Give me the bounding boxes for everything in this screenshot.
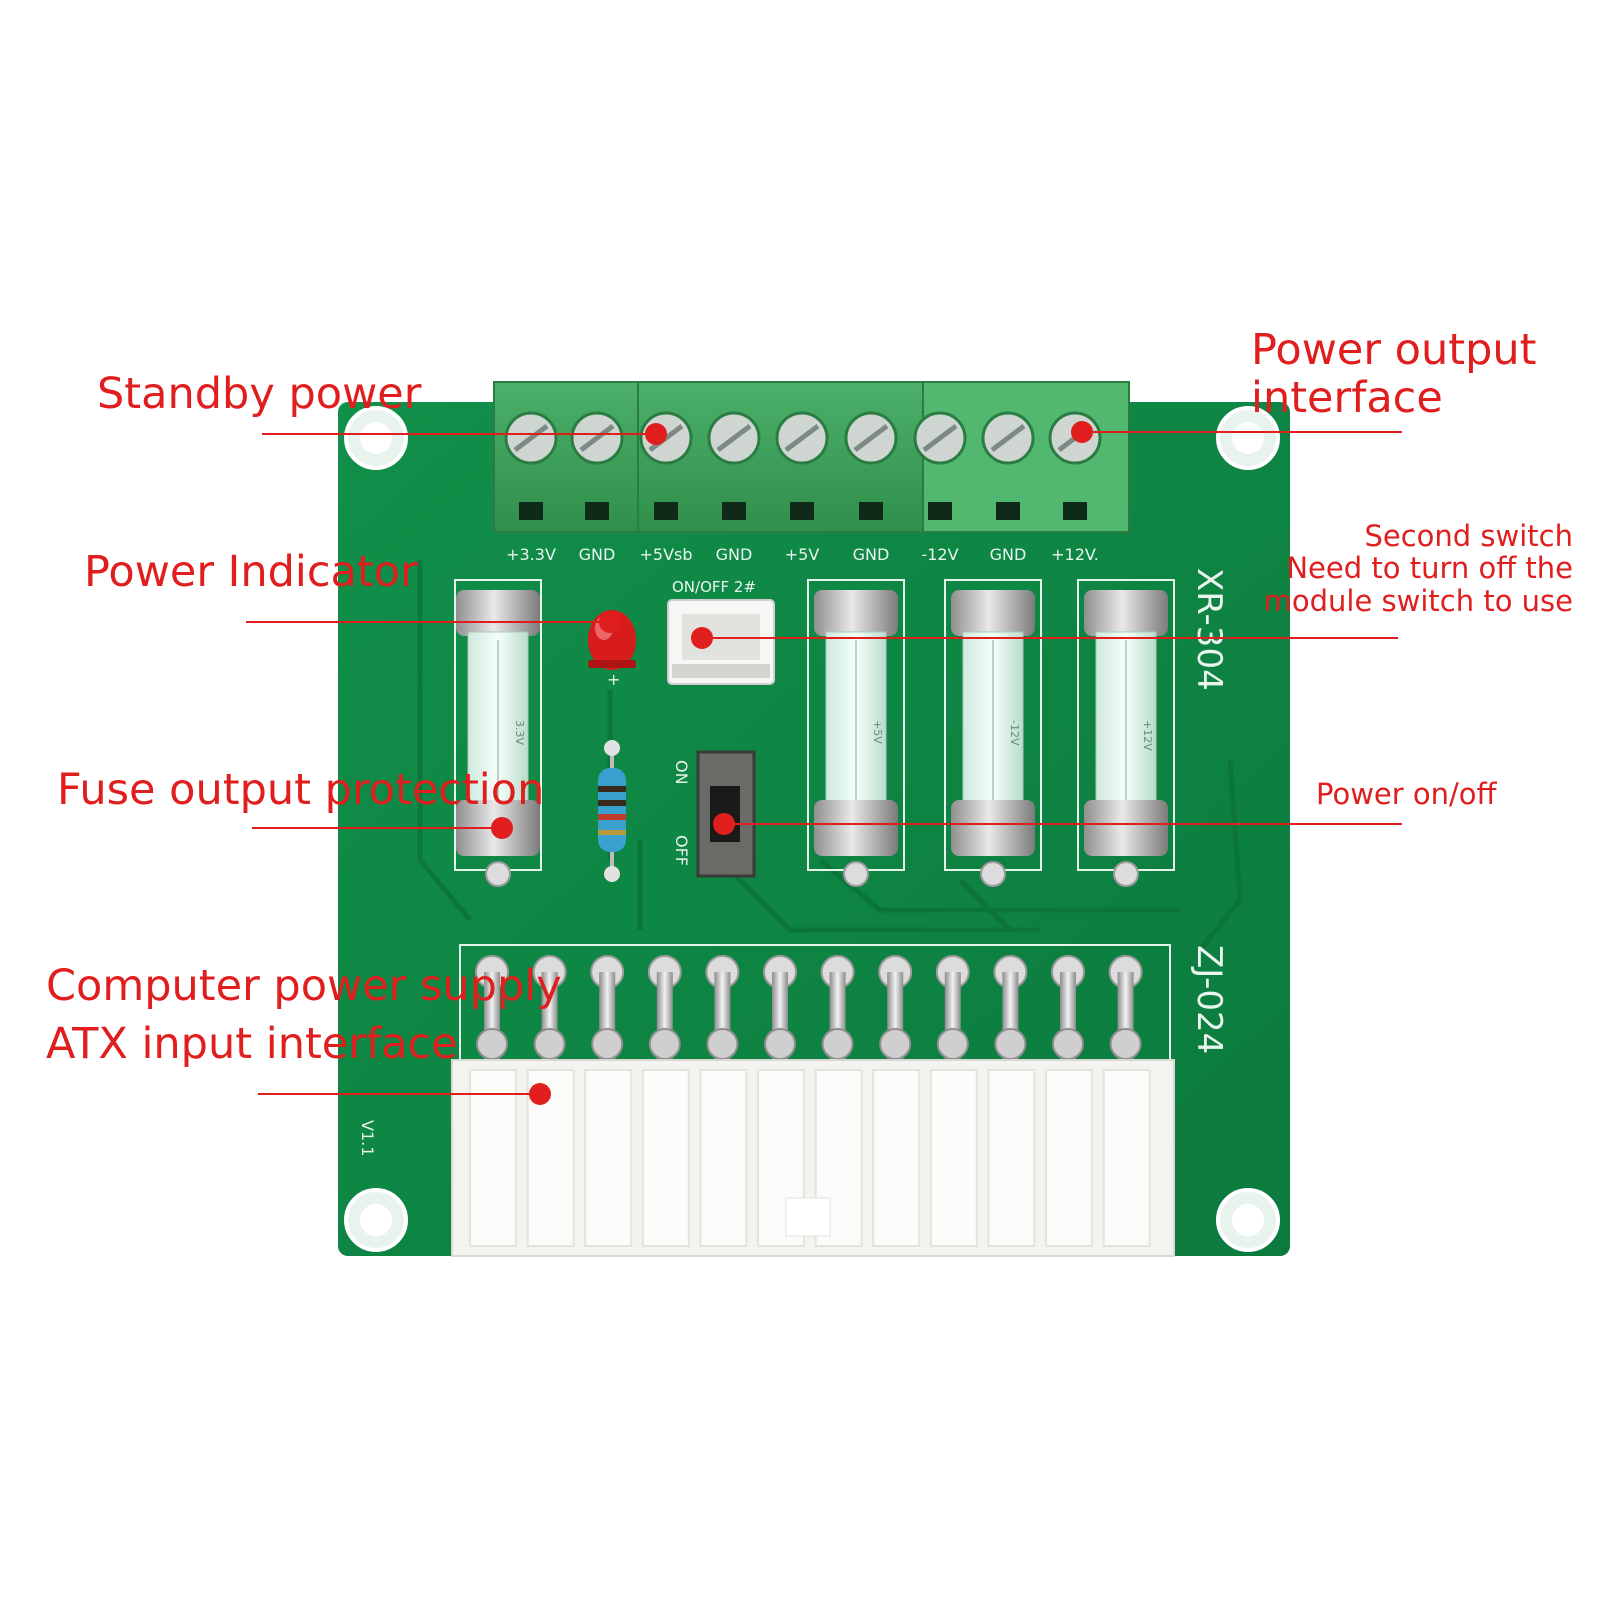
power-output-line2: interface [1251,373,1443,424]
fuse-label: -12V [1008,720,1021,746]
terminal-label: GND [990,545,1027,564]
atx-slot [641,1069,690,1247]
atx-input-callout: Computer power supply ATX input interfac… [46,962,562,1068]
atx-slot [929,1069,978,1247]
fuse-label: +5V [871,720,884,744]
atx-slot [699,1069,748,1247]
terminal-screw[interactable] [570,411,624,520]
switch-connector-label: ON/OFF 2# [672,578,756,596]
fuses: 3.3V +5V -12V +12V [456,590,1168,887]
atx-pin [1108,955,1143,1064]
atx-pin [763,955,797,1064]
terminal-label: GND [716,545,753,564]
second-switch-callout: Second switch Need to turn off the modul… [1263,519,1573,618]
terminal-label: +3.3V [506,545,556,564]
terminal-label: +12V. [1051,545,1099,564]
atx-line1: Computer power supply [46,961,562,1011]
atx-pin [935,955,970,1064]
atx-pin [647,955,682,1064]
second-switch-line2: Need to turn off the [1286,551,1573,586]
atx-slot [469,1069,517,1247]
terminal-labels: +3.3V GND +5Vsb GND +5V GND -12V GND +12V. [506,545,1099,564]
callout-lines [246,421,1402,1105]
glass-fuse: +5V [814,590,898,887]
glass-fuse: 3.3V [456,590,540,887]
atx-pin [475,955,509,1064]
atx-slot [872,1069,921,1247]
power-onoff-callout: Power on/off [1316,777,1497,811]
atx-slot [584,1069,633,1247]
atx-pin [820,955,855,1064]
power-output-line1: Power output [1251,325,1537,375]
atx-pin [993,955,1028,1064]
model-top-label: XR-304 [1189,568,1229,691]
terminal-screw[interactable] [504,411,558,520]
glass-fuse: +12V [1084,590,1168,887]
svg-text:+: + [607,670,620,689]
terminal-screw[interactable] [913,411,967,520]
atx-pin [1051,955,1085,1064]
atx-slot [987,1069,1036,1247]
power-indicator-callout: Power Indicator [84,547,418,597]
terminal-screw[interactable] [981,411,1035,520]
atx-pin [878,955,913,1064]
terminal-label: -12V [921,545,958,564]
fuse-output-protection-callout: Fuse output protection [57,765,545,815]
mounting-holes [344,406,1280,1252]
glass-fuse: -12V [951,590,1035,887]
resistor [598,740,626,882]
terminal-label: GND [853,545,890,564]
atx-pin [590,955,625,1064]
terminal-screw[interactable] [707,411,761,520]
fuse-label: +12V [1141,720,1154,751]
atx-pin [705,955,740,1064]
terminal-label: GND [579,545,616,564]
power-output-callout: Power output interface [1251,326,1537,422]
second-switch-line1: Second switch [1364,519,1573,553]
standby-power-callout: Standby power [97,369,422,419]
terminal-screw[interactable] [844,411,898,520]
atx-pin [532,955,567,1064]
switch-on-label: ON [672,760,691,785]
atx-line2: ATX input interface [46,1019,458,1070]
atx-slot [1102,1069,1151,1247]
second-switch-line3: module switch to use [1263,583,1573,618]
terminal-screw[interactable] [775,411,829,520]
switch-off-label: OFF [672,835,691,866]
version-label: V1.1 [358,1120,377,1156]
terminal-label: +5V [785,545,820,564]
atx-slot [1045,1069,1093,1247]
fuse-label: 3.3V [513,720,526,745]
terminal-block [493,381,1130,533]
terminal-label: +5Vsb [639,545,692,564]
atx-connector [451,955,1175,1257]
model-bottom-label: ZJ-024 [1189,945,1229,1054]
